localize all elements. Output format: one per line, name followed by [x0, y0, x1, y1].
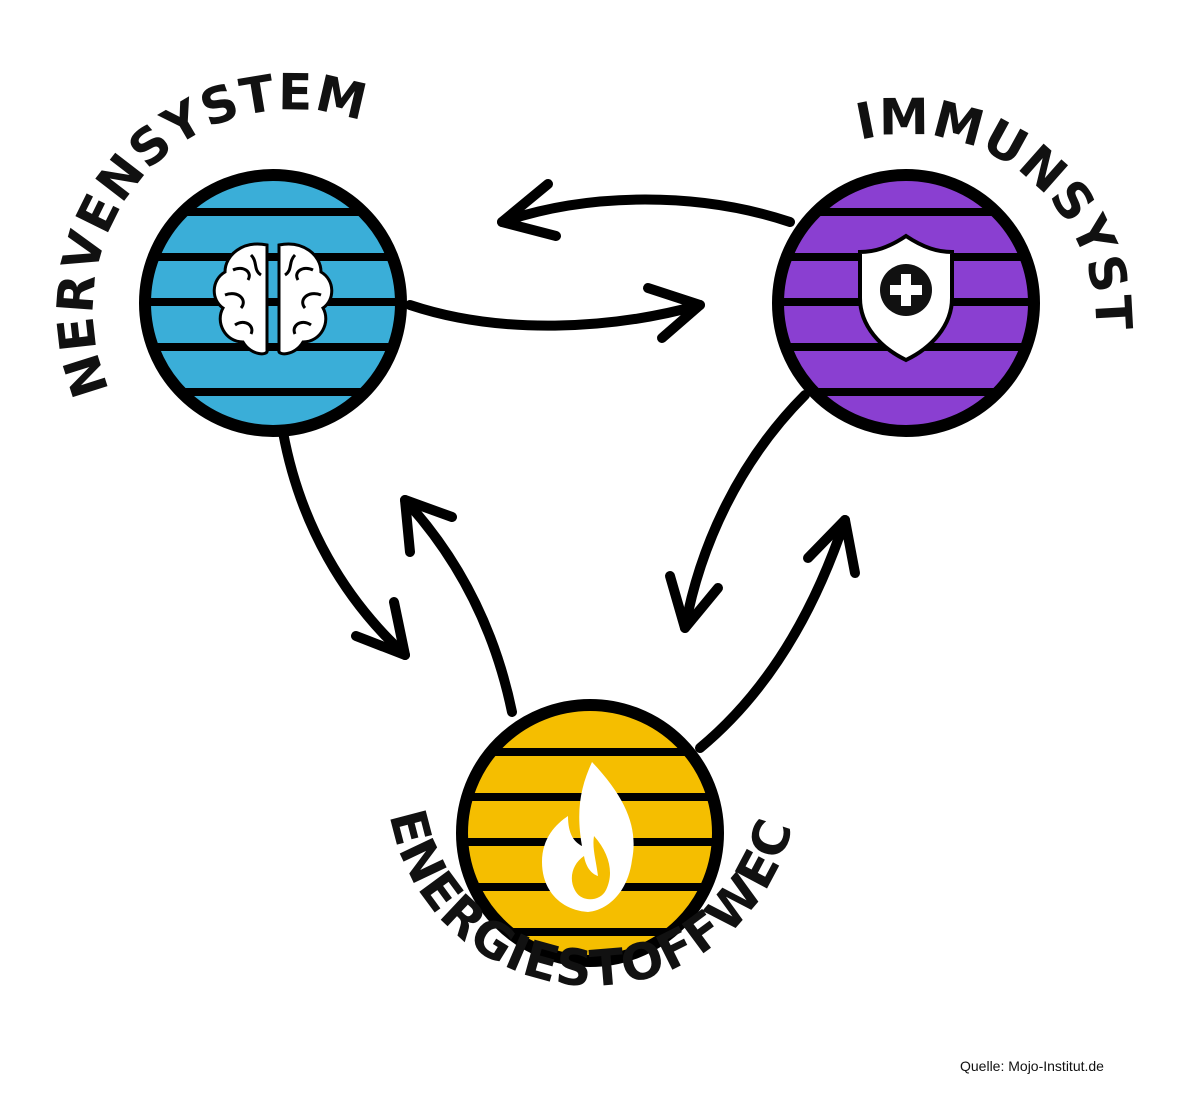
- arrow-nerven-to-energie: [278, 427, 410, 660]
- arrow-immun-to-nerven: [497, 179, 795, 241]
- arrows: [278, 179, 860, 753]
- arrow-immun-to-energie: [665, 390, 810, 633]
- flame-icon: [542, 762, 634, 912]
- shield-plus-icon: [858, 233, 954, 363]
- arrow-energie-to-immun: [695, 515, 860, 753]
- brain-icon: [212, 242, 334, 356]
- arrow-nerven-to-immun: [405, 283, 705, 343]
- source-credit: Quelle: Mojo-Institut.de: [960, 1058, 1104, 1074]
- arrow-energie-to-nerven: [400, 495, 517, 717]
- node-nervensystem: NERVENSYSTEM: [46, 63, 407, 437]
